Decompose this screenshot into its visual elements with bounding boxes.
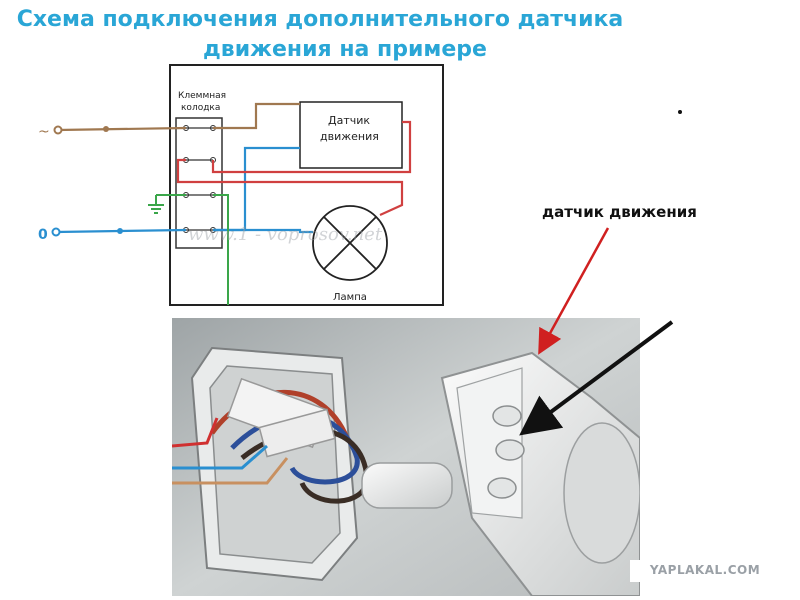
schematic-watermark: www.1 - voprosov.net [188,224,383,245]
neutral-terminal [51,227,61,237]
neutral-symbol: 0 [38,227,48,243]
annotation-label: датчик движения [542,203,697,221]
diagram-title-line-2: движения на примере [203,37,487,62]
phase-symbol: ~ [38,124,50,140]
stray-dot [678,110,682,114]
phase-junction [103,126,109,132]
site-watermark-bar: YAPLAKAL.COM [630,560,780,582]
phase-wire [57,102,300,132]
load-wire [176,120,412,217]
site-watermark: YAPLAKAL.COM [649,563,761,577]
motion-sensor-label-1: Датчик [328,114,370,127]
ground-wire [148,194,229,305]
neutral-junction [117,228,123,234]
motion-sensor-label-2: движения [320,130,379,143]
sensor-photo [172,318,640,596]
terminal-block-label-2: колодка [181,103,220,113]
diagram-title-line-1: Схема подключения дополнительного датчик… [16,7,624,32]
sensor-adjust-knobs [487,405,525,499]
phase-terminal [53,125,63,135]
lamp-label: Лампа [333,292,367,303]
terminal-block-label-1: Клеммная [178,91,226,101]
motion-sensor-box [299,101,403,169]
lamp-symbol [312,205,388,281]
